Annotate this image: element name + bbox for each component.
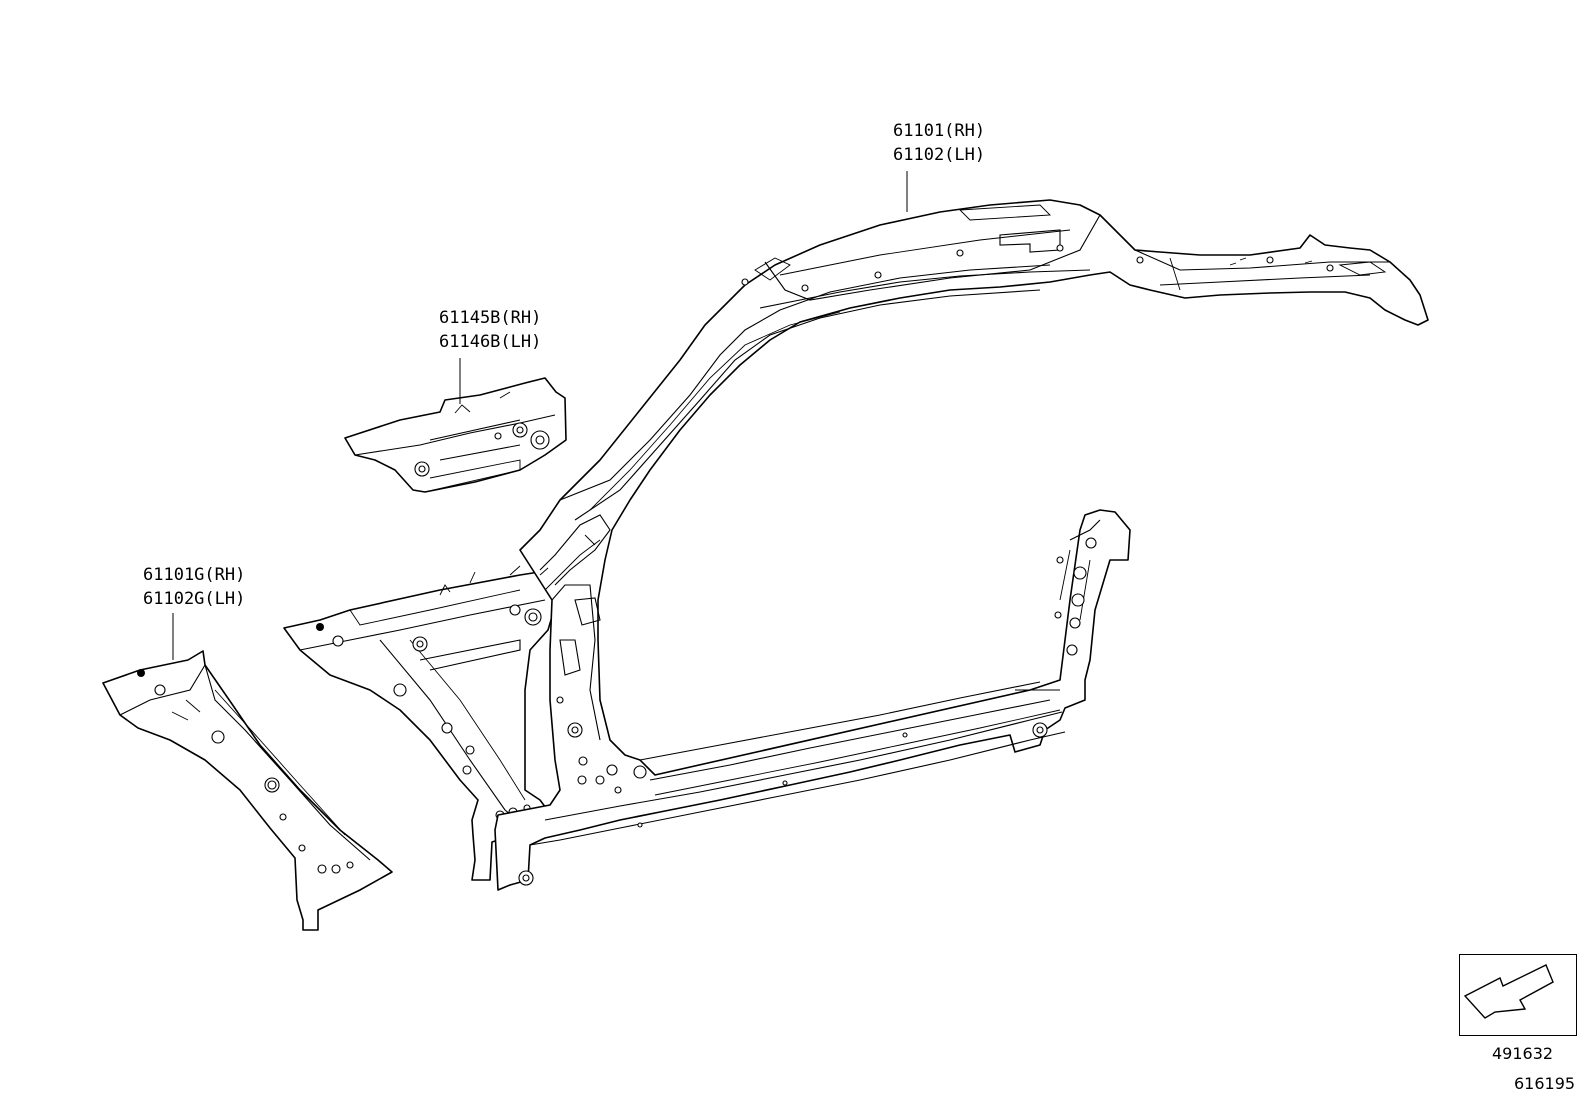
part-number-lh: 61146B(LH)	[439, 332, 542, 352]
part-number-rh: 61101G(RH)	[143, 565, 246, 585]
inner-bracket-panel	[344, 377, 567, 493]
callout-roof-side: 61101(RH) 61102(LH)	[893, 119, 985, 167]
direction-arrow-icon	[1463, 964, 1554, 1019]
callout-inner-bracket: 61145B(RH) 61146B(LH)	[439, 306, 541, 354]
part-number-lh: 61102G(LH)	[143, 589, 246, 609]
part-number-lh: 61102(LH)	[893, 145, 986, 165]
side-outer-panel	[494, 199, 1429, 891]
diagram-code: 616195	[1514, 1074, 1576, 1093]
legend-box	[1459, 954, 1577, 1036]
part-number-rh: 61145B(RH)	[439, 308, 542, 328]
callout-front-pillar: 61101G(RH) 61102G(LH)	[143, 563, 245, 611]
part-number-rh: 61101(RH)	[893, 121, 986, 141]
legend-code: 491632	[1492, 1044, 1554, 1063]
front-pillar-panel	[102, 650, 393, 931]
